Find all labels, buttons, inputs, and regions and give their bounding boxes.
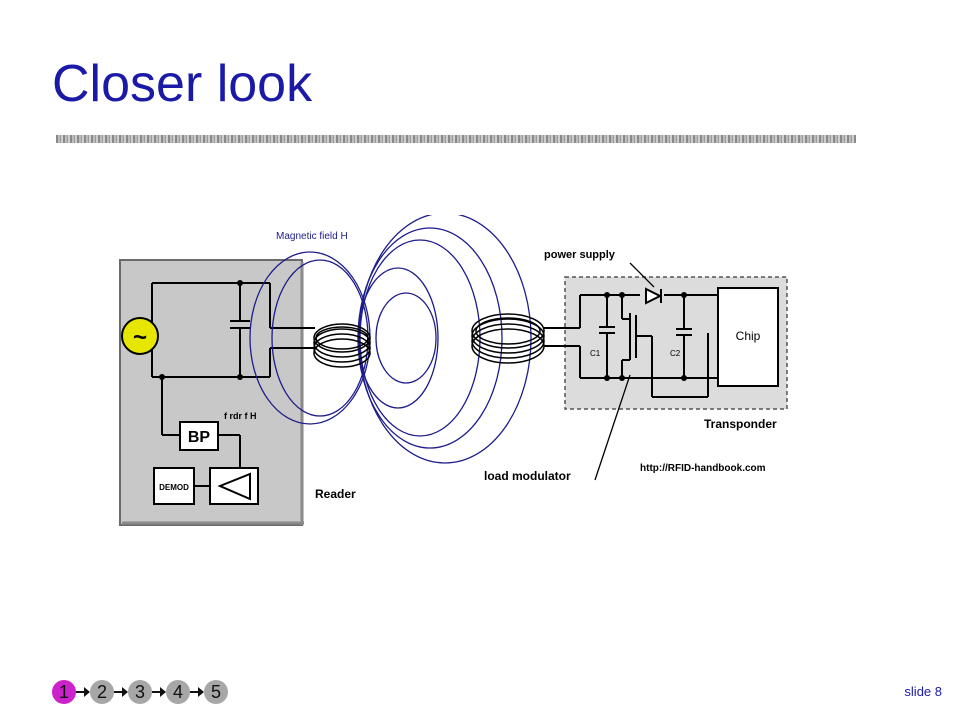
diode-icon [645,287,663,305]
chip-box [717,287,779,387]
ac-source [121,317,159,355]
demod-box [153,467,195,505]
chip-label: Chip [736,329,761,343]
slide-title: Closer look [52,55,313,113]
reader-circuit [151,282,315,469]
transponder-coil [471,313,545,364]
nav-step-1[interactable]: 1 [52,680,76,704]
load-modulator-label: load modulator [484,469,571,483]
reader-coil [313,323,371,368]
transponder-label: Transponder [704,417,777,431]
nav-arrow-icon [152,687,166,697]
nav-arrow-icon [190,687,204,697]
bp-label: BP [188,429,211,446]
amplifier-icon [217,472,251,501]
c2-label: C2 [670,349,681,358]
frequency-label: f rdr f H [224,411,257,421]
power-supply-label: power supply [544,249,616,261]
source-url-label: http://RFID-handbook.com [640,463,766,474]
nav-step-3[interactable]: 3 [128,680,152,704]
nav-step-5[interactable]: 5 [204,680,228,704]
slide-number: slide 8 [904,684,942,699]
magnetic-field-label: Magnetic field H [276,231,348,242]
nav-step-2[interactable]: 2 [90,680,114,704]
nav-step-4[interactable]: 4 [166,680,190,704]
reader-label: Reader [315,487,356,501]
bp-filter [179,421,219,451]
demod-label: DEMOD [159,483,189,492]
source-symbol: ~ [133,324,147,351]
title-divider [56,135,856,143]
step-navigation: 1 2 3 4 5 [48,680,288,704]
c1-label: C1 [590,349,601,358]
nav-arrow-icon [76,687,90,697]
nav-arrow-icon [114,687,128,697]
rfid-diagram: ~ BP f rdr f H DEMOD Reader Magnetic fie… [119,215,788,526]
